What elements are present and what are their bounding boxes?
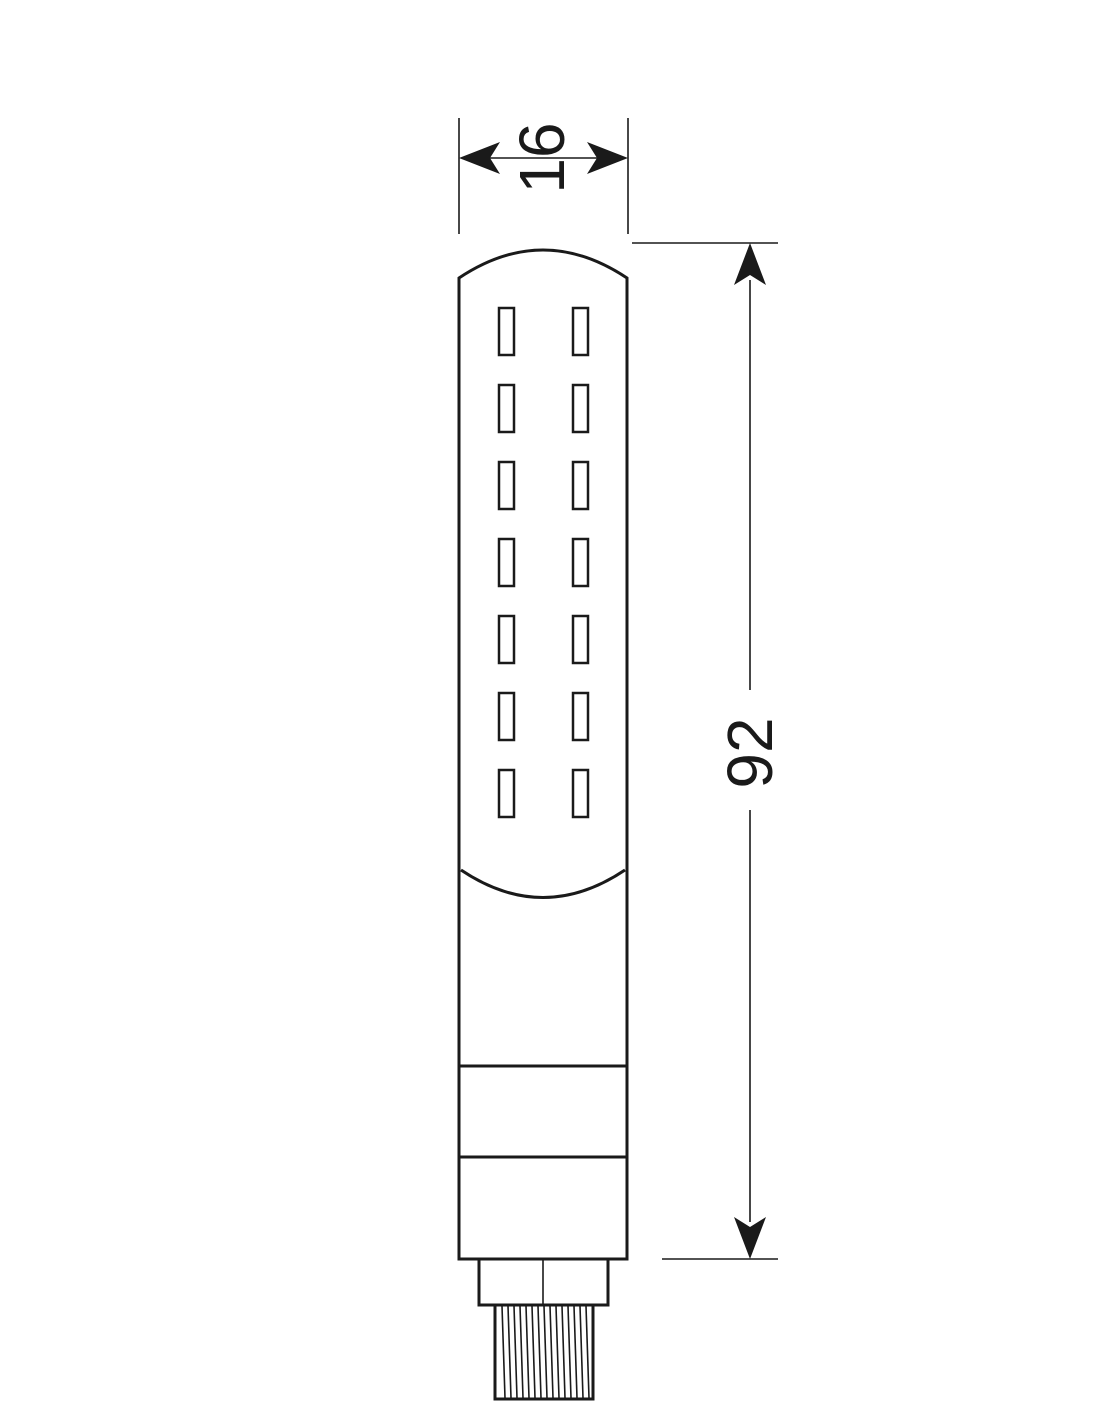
led-segment [497, 614, 516, 665]
led-segment [497, 768, 516, 819]
width-dimension: 16 [458, 118, 629, 234]
led-segment [497, 537, 516, 588]
led-segment [497, 383, 516, 434]
thread-line [507, 1305, 512, 1399]
thread-line [513, 1305, 518, 1399]
threaded-stem [493, 1303, 595, 1401]
thread-line [585, 1305, 590, 1399]
thread-line [543, 1305, 548, 1399]
led-grid [497, 306, 590, 819]
led-segment [571, 691, 590, 742]
length-label: 92 [714, 717, 786, 788]
thread-line [567, 1305, 572, 1399]
led-segment [571, 768, 590, 819]
led-segment [571, 614, 590, 665]
lens-bottom-curve [460, 868, 626, 899]
thread-line [519, 1305, 524, 1399]
length-dimension: 92 [632, 242, 786, 1260]
length-arrow-bottom [734, 1217, 766, 1259]
led-segment [571, 537, 590, 588]
thread-line [501, 1305, 506, 1399]
led-segment [571, 460, 590, 511]
thread-line [561, 1305, 566, 1399]
led-segment [497, 306, 516, 357]
thread-line [549, 1305, 554, 1399]
thread-line [537, 1305, 542, 1399]
thread-line [555, 1305, 560, 1399]
led-segment [497, 460, 516, 511]
led-segment [571, 306, 590, 357]
width-arrow-left [459, 142, 500, 174]
stem-threads [501, 1305, 590, 1399]
led-segment [497, 691, 516, 742]
length-arrow-top [734, 243, 766, 285]
led-segment [571, 383, 590, 434]
indicator-body [457, 248, 629, 1261]
width-label: 16 [506, 122, 578, 193]
thread-line [573, 1305, 578, 1399]
thread-line [531, 1305, 536, 1399]
thread-line [579, 1305, 584, 1399]
body-outline [457, 248, 629, 1261]
width-arrow-right [587, 142, 628, 174]
mounting-stem [477, 1257, 610, 1401]
thread-line [525, 1305, 530, 1399]
